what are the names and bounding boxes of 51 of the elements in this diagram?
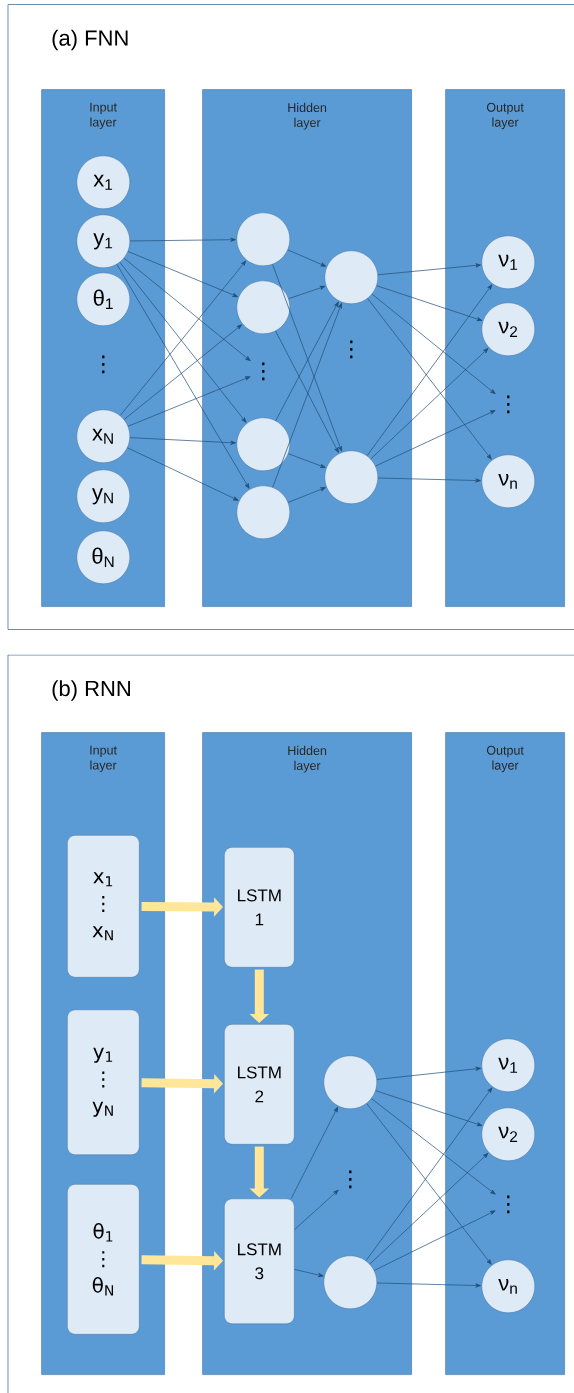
neuron-circle bbox=[236, 485, 291, 540]
arrow bbox=[290, 1106, 339, 1199]
arrow bbox=[376, 285, 483, 322]
lstm-box: LSTM 3 bbox=[224, 1198, 295, 1325]
arrow bbox=[371, 1098, 496, 1195]
arrow bbox=[127, 447, 239, 501]
arrow bbox=[287, 249, 327, 267]
arrow bbox=[116, 264, 250, 489]
ellipsis-dots: ⋮ bbox=[102, 355, 105, 374]
input-box: y$_{1}$ ⋮ y$_{N}$ bbox=[67, 1009, 140, 1156]
neuron-circle bbox=[236, 212, 291, 267]
neuron-circle bbox=[236, 280, 291, 335]
arrow bbox=[376, 1282, 481, 1288]
arrow bbox=[123, 257, 251, 362]
arrow bbox=[288, 453, 326, 468]
arrow bbox=[287, 487, 326, 503]
ellipsis-dots: ⋮ bbox=[262, 362, 265, 381]
ellipsis-dots: ⋮ bbox=[349, 1170, 352, 1189]
arrow bbox=[370, 348, 489, 460]
ellipsis-dots: ⋮ bbox=[507, 1195, 510, 1214]
arrow bbox=[129, 237, 236, 242]
arrow bbox=[375, 410, 496, 467]
arrow bbox=[129, 437, 236, 445]
arrow bbox=[377, 263, 481, 276]
arrow bbox=[127, 376, 251, 427]
arrow bbox=[275, 301, 339, 421]
arrow bbox=[288, 285, 326, 300]
input-box: θ$_{1}$ ⋮ θ$_{N}$ bbox=[67, 1184, 140, 1335]
lstm-box: LSTM 1 bbox=[224, 847, 295, 968]
arrow bbox=[127, 251, 238, 298]
lstm-box: LSTM 2 bbox=[224, 1024, 295, 1145]
neuron-circle bbox=[236, 417, 291, 472]
ellipsis-dots: ⋮ bbox=[350, 340, 353, 359]
neuron-circle bbox=[324, 250, 379, 305]
arrow bbox=[123, 324, 242, 420]
arrow bbox=[376, 1066, 482, 1080]
arrow bbox=[371, 293, 496, 395]
arrow bbox=[377, 477, 481, 483]
arrow bbox=[275, 330, 339, 453]
input-box: x$_{1}$ ⋮ x$_{N}$ bbox=[67, 835, 140, 978]
arrow bbox=[272, 264, 342, 452]
arrow bbox=[294, 1189, 339, 1230]
ellipsis-dots: ⋮ bbox=[507, 395, 510, 414]
arrow bbox=[375, 1090, 483, 1127]
neuron-circle bbox=[323, 1255, 378, 1310]
neuron-circle bbox=[323, 1055, 378, 1110]
arrow bbox=[272, 302, 342, 488]
arrow bbox=[294, 1269, 324, 1277]
arrow bbox=[373, 1210, 496, 1271]
arrow bbox=[369, 1152, 489, 1265]
neuron-circle bbox=[324, 450, 379, 505]
